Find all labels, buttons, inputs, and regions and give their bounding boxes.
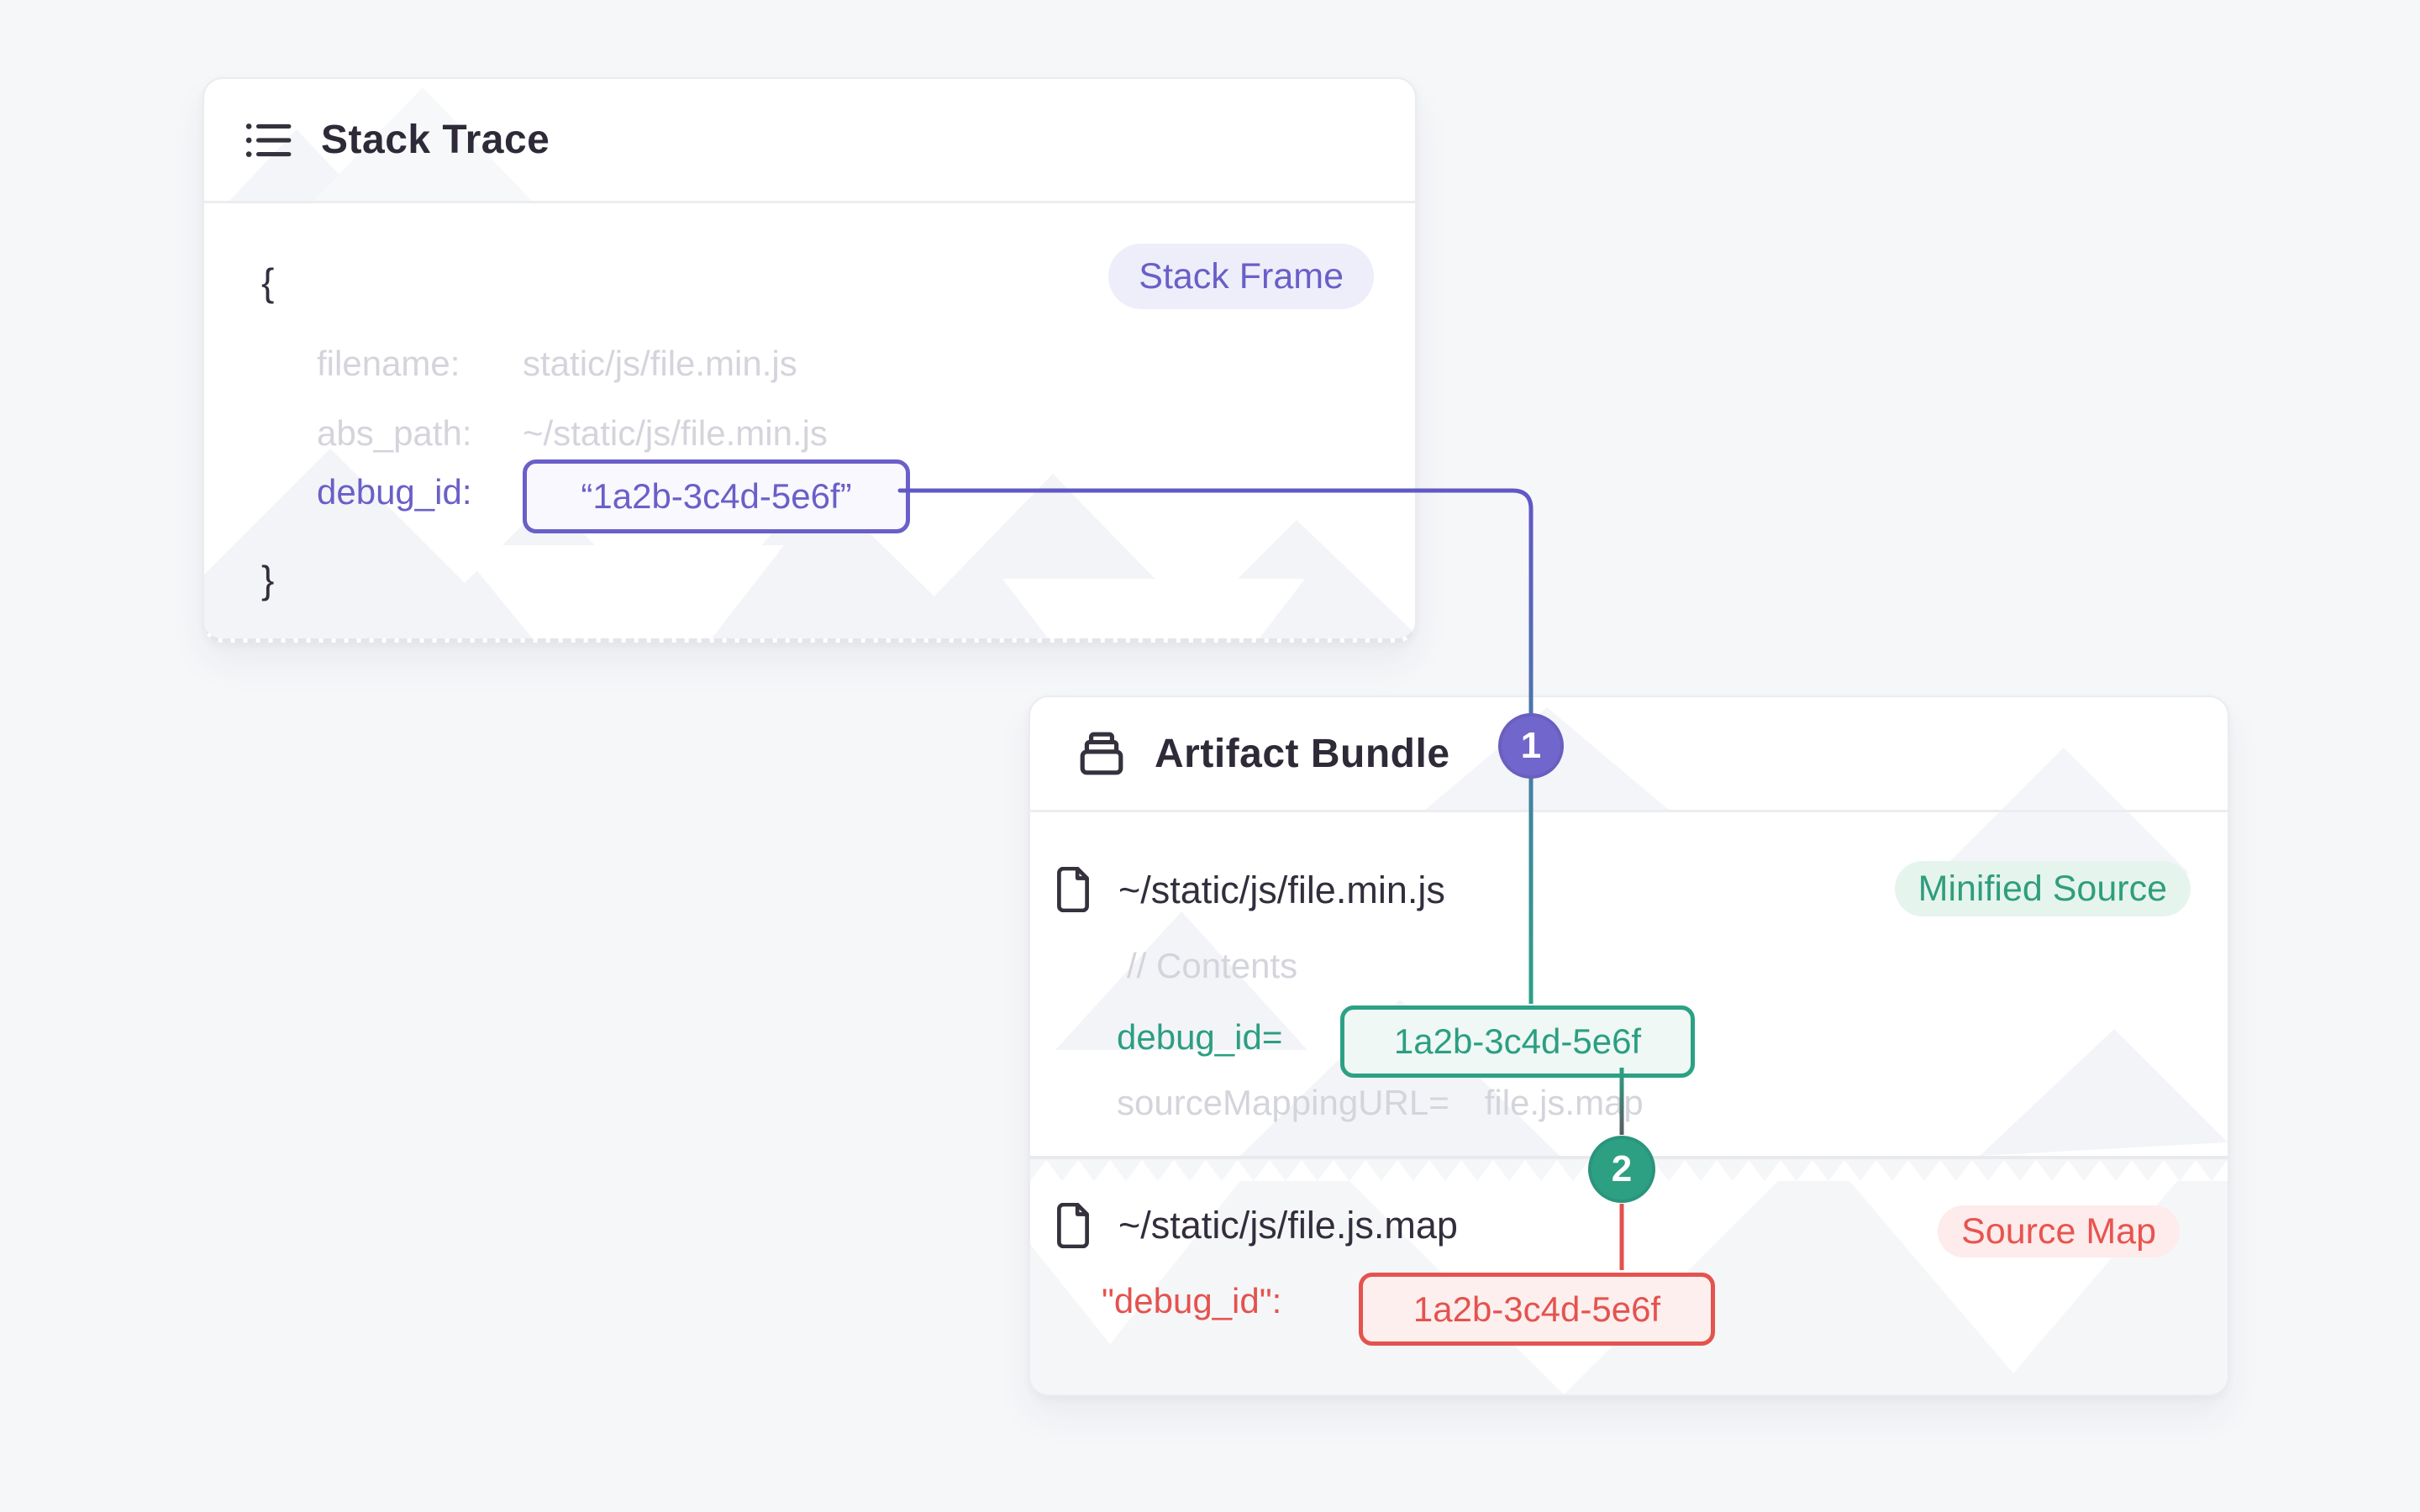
sourcemap-debug-id-key: "debug_id": [1102, 1281, 1282, 1320]
source-mapping-url-value: file.js.map [1484, 1083, 1644, 1122]
sourcemap-file-name: ~/static/js/file.js.map [1118, 1204, 1458, 1247]
stack-trace-header: Stack Trace [204, 79, 550, 201]
list-icon [245, 123, 292, 157]
step-1-circle: 1 [1498, 713, 1564, 779]
step-2-circle: 2 [1588, 1136, 1655, 1203]
code-line-abs-path: abs_path: ~/static/js/file.min.js [317, 408, 828, 459]
stack-trace-card: Stack Trace Stack Frame { filename: stat… [203, 77, 1417, 643]
filename-value: static/js/file.min.js [523, 344, 797, 383]
open-brace: { [261, 260, 275, 304]
close-brace: } [261, 558, 275, 601]
artifact-bundle-card: Artifact Bundle ~/static/js/file.min.js … [1028, 696, 2229, 1396]
source-mapping-url-key: sourceMappingURL= [1117, 1083, 1449, 1122]
code-line-filename: filename: static/js/file.min.js [317, 339, 797, 389]
abs-path-value: ~/static/js/file.min.js [523, 413, 828, 453]
sourcemap-debug-id-value-box: 1a2b-3c4d-5e6f [1359, 1273, 1715, 1346]
minified-file-name: ~/static/js/file.min.js [1118, 869, 1445, 911]
stack-trace-title: Stack Trace [321, 118, 550, 162]
contents-comment: // Contents [1127, 946, 1298, 985]
bundle-debug-id-value-box: 1a2b-3c4d-5e6f [1340, 1005, 1695, 1078]
filename-key: filename: [317, 344, 460, 383]
stack-frame-badge: Stack Frame [1108, 244, 1374, 309]
debug-id-value-box: “1a2b-3c4d-5e6f” [523, 459, 910, 533]
artifact-bundle-header: Artifact Bundle [1030, 697, 1450, 810]
file-icon [1054, 866, 1092, 916]
minified-source-badge: Minified Source [1894, 861, 2191, 916]
header-divider [1030, 810, 2228, 812]
file-icon [1054, 1202, 1092, 1252]
source-mapping-url-line: sourceMappingURL= file.js.map [1117, 1078, 1644, 1128]
code-line-debug-id: debug_id: [317, 467, 523, 517]
bundle-debug-id-key: debug_id= [1117, 1017, 1283, 1057]
artifact-bundle-title: Artifact Bundle [1155, 731, 1450, 776]
source-map-badge: Source Map [1938, 1205, 2180, 1257]
abs-path-key: abs_path: [317, 413, 472, 453]
debug-id-key: debug_id: [317, 472, 472, 512]
archive-box-icon [1080, 732, 1123, 775]
header-divider [204, 201, 1415, 203]
